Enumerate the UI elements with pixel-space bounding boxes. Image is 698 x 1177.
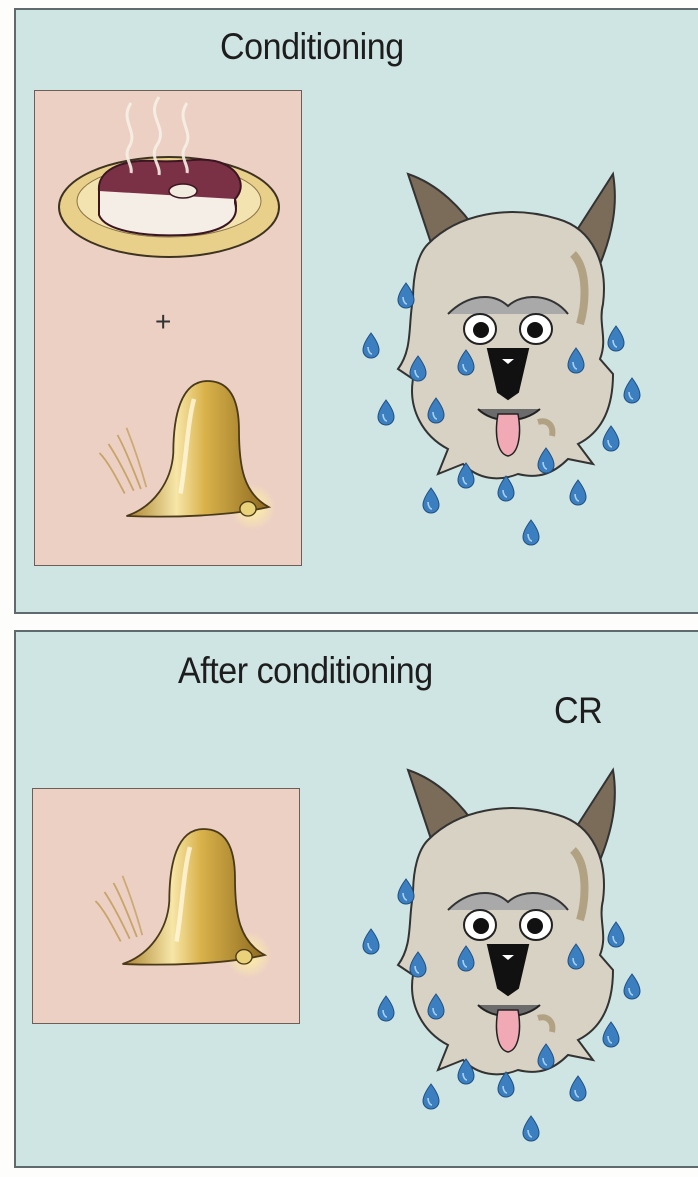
plus-sign: + xyxy=(155,306,171,338)
conditioning-panel: Conditioning + xyxy=(14,8,698,614)
panel-title: Conditioning xyxy=(220,26,404,68)
stimulus-box xyxy=(32,788,300,1024)
cr-label: CR xyxy=(554,690,602,732)
panel-title: After conditioning xyxy=(178,650,433,692)
stimulus-box: + xyxy=(34,90,302,566)
after-conditioning-panel: After conditioning CR xyxy=(14,630,698,1168)
bell-icon xyxy=(95,373,275,533)
drool-drops xyxy=(346,866,676,1146)
bell-icon xyxy=(91,821,271,981)
drool-drops xyxy=(346,270,676,550)
